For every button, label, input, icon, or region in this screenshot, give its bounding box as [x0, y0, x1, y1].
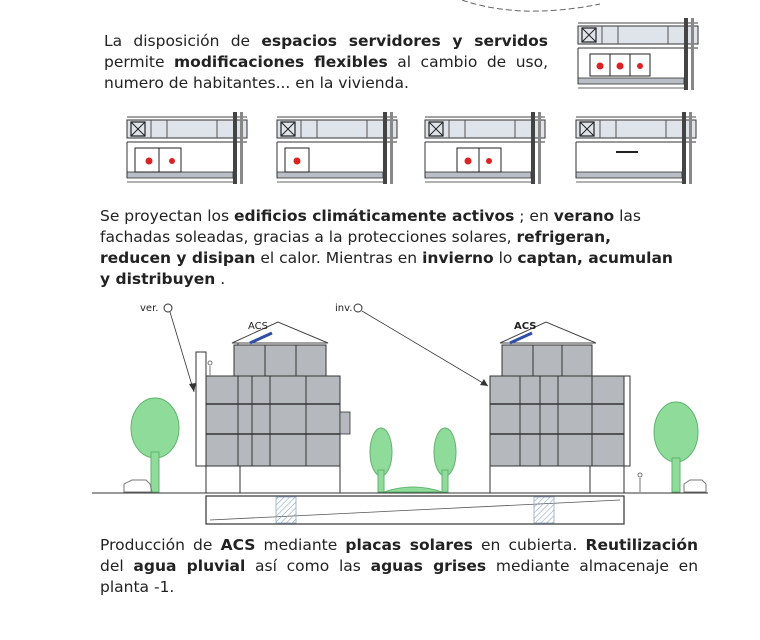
car-right: [683, 479, 707, 493]
text-segment: Producción de: [100, 536, 221, 554]
lawn-mound: [383, 486, 443, 493]
room-dot: [637, 63, 643, 69]
emphasis-cooling: refrigeran, reducen y disipan: [100, 228, 612, 267]
room-dot: [596, 62, 604, 70]
emphasis-rainwater: agua pluvial: [133, 557, 246, 575]
room-dot: [464, 157, 472, 165]
room-dot: [145, 157, 153, 165]
text-segment: mediante: [255, 536, 346, 554]
emphasis-heating: captan, acumulan y distribuyen: [100, 249, 673, 288]
water-storage-tank: [275, 496, 297, 524]
room-dot: [486, 158, 492, 164]
sun-summer-symbol: ver.: [140, 303, 196, 393]
acs-label-left: ACS: [248, 321, 268, 332]
emphasis-buildings: edificios climáticamente activos: [234, 207, 515, 225]
floorplan-5: [575, 111, 697, 185]
emphasis-acs: ACS: [220, 536, 256, 554]
text-segment: .: [215, 270, 226, 288]
sun-winter-label: inv.: [335, 303, 352, 314]
text-segment: en cubierta.: [472, 536, 586, 554]
tree-center-left: [369, 427, 393, 493]
intro-paragraph-spaces: La disposición de espacios servidores y …: [104, 31, 548, 94]
floorplan-2: [126, 111, 248, 185]
sun-winter-symbol: inv.: [335, 303, 489, 387]
text-segment: permite: [104, 53, 175, 71]
text-segment: al cambio de uso, numero de habitantes..…: [104, 53, 549, 92]
acs-label-right: ACS: [514, 321, 536, 332]
tree-right: [653, 401, 699, 493]
emphasis-winter: invierno: [422, 249, 494, 267]
emphasis-summer: verano: [553, 207, 615, 225]
tree-left: [130, 397, 180, 493]
solar-panel: [249, 331, 273, 345]
emphasis-spaces: espacios servidores y servidos: [261, 32, 548, 50]
building-left: ACS: [195, 321, 351, 494]
text-segment: mediante almacenaje en planta -1.: [100, 557, 699, 596]
room-dot: [293, 157, 301, 165]
floorplan-1: [577, 17, 699, 91]
text-segment: Se proyectan los: [100, 207, 235, 225]
text-segment: las fachadas soleadas, gracias a la prot…: [100, 207, 641, 246]
climate-paragraph: Se proyectan los edificios climáticament…: [100, 206, 680, 290]
text-segment: La disposición de: [104, 32, 262, 50]
tree-center-right: [433, 427, 457, 493]
solar-panel: [509, 331, 533, 345]
water-paragraph: Producción de ACS mediante placas solare…: [100, 535, 698, 598]
person-figure: [207, 360, 213, 376]
car-left: [123, 479, 153, 493]
floorplan-4: [424, 111, 546, 185]
arc-decoration: [461, 0, 601, 12]
water-storage-tank: [533, 496, 555, 524]
basement-slab: [92, 492, 708, 525]
text-segment: ; en: [514, 207, 554, 225]
person-figure: [637, 472, 643, 492]
building-right: ACS: [489, 321, 631, 494]
text-segment: del: [100, 557, 134, 575]
text-segment: así como las: [245, 557, 371, 575]
emphasis-solar-panels: placas solares: [345, 536, 473, 554]
emphasis-reuse: Reutilización: [585, 536, 699, 554]
sun-summer-label: ver.: [140, 303, 158, 314]
room-dot: [169, 158, 175, 164]
text-segment: el calor. Mientras en: [255, 249, 423, 267]
text-segment: lo: [493, 249, 518, 267]
room-dot: [616, 62, 624, 70]
emphasis-modifications: modificaciones flexibles: [174, 53, 388, 71]
emphasis-greywater: aguas grises: [370, 557, 487, 575]
floorplan-3: [276, 111, 398, 185]
